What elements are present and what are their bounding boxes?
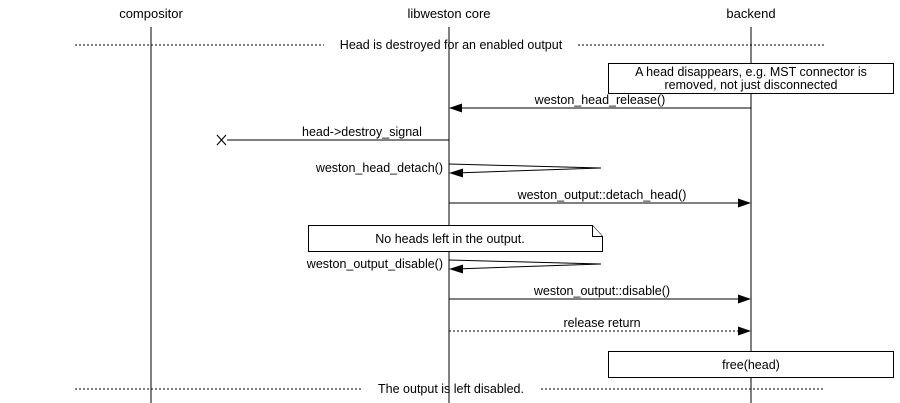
note-no-heads-left-fold <box>592 225 603 237</box>
note-head-disappears: A head disappears, e.g. MST connector is… <box>608 63 894 94</box>
participant-label-compositor: compositor <box>119 6 183 21</box>
note-no-heads-left-label: No heads left in the output. <box>375 232 524 246</box>
separator-bottom-label: The output is left disabled. <box>378 382 524 396</box>
participant-label-libweston-core: libweston core <box>407 6 490 21</box>
separator-top: Head is destroyed for an enabled output <box>75 38 825 52</box>
note-head-disappears-box <box>608 63 894 94</box>
message-release-return-label: release return <box>563 316 640 330</box>
note-no-heads-left-box <box>308 225 603 252</box>
message-weston-output-detach-head: weston_output::detach_head() <box>449 188 751 208</box>
message-weston-output-disable: weston_output::disable() <box>449 284 751 304</box>
message-weston-output-disable-call-arrowhead <box>449 264 463 274</box>
message-weston-head-detach-arrowhead <box>449 168 463 178</box>
message-weston-output-disable-call: weston_output_disable() <box>306 257 602 274</box>
message-weston-output-disable-call-self-path <box>448 259 602 270</box>
participant-labels-group: compositor libweston core backend <box>119 6 775 21</box>
message-weston-head-detach: weston_head_detach() <box>315 161 602 178</box>
message-weston-output-disable-arrowhead <box>738 294 751 304</box>
note-free-head: free(head) <box>608 351 894 378</box>
message-weston-head-release-label: weston_head_release() <box>534 93 666 107</box>
message-head-destroy-signal-label: head->destroy_signal <box>302 125 422 139</box>
message-weston-output-detach-head-arrowhead <box>738 198 751 208</box>
message-weston-head-release-arrowhead <box>449 103 462 113</box>
note-free-head-label: free(head) <box>722 358 780 372</box>
message-release-return: release return <box>449 316 751 336</box>
message-weston-head-release: weston_head_release() <box>449 93 751 113</box>
message-head-destroy-signal: head->destroy_signal <box>216 125 449 146</box>
note-free-head-box <box>608 351 894 378</box>
message-weston-output-detach-head-label: weston_output::detach_head() <box>517 188 687 202</box>
message-release-return-arrowhead <box>738 326 751 336</box>
separator-bottom: The output is left disabled. <box>75 382 825 396</box>
message-weston-output-disable-call-label: weston_output_disable() <box>306 257 443 271</box>
participant-label-backend: backend <box>726 6 775 21</box>
note-head-disappears-line-2: removed, not just disconnected <box>664 78 837 92</box>
lost-message-x-icon <box>216 134 227 146</box>
separator-top-label: Head is destroyed for an enabled output <box>340 38 563 52</box>
note-no-heads-left: No heads left in the output. <box>308 225 603 252</box>
message-weston-head-detach-self-path <box>448 163 602 174</box>
message-weston-head-detach-label: weston_head_detach() <box>315 161 443 175</box>
note-head-disappears-line-1: A head disappears, e.g. MST connector is <box>635 65 867 79</box>
message-weston-output-disable-label: weston_output::disable() <box>533 284 670 298</box>
